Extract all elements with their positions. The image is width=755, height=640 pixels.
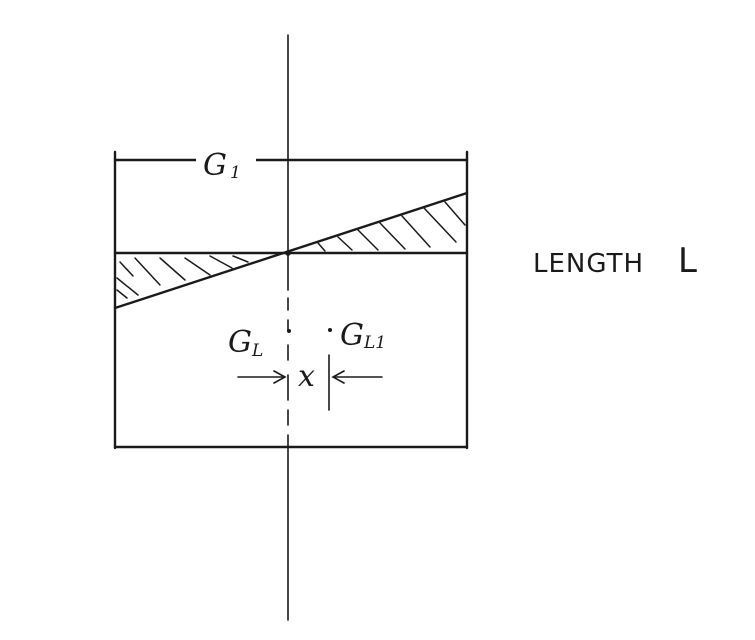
length-label: LENGTH L — [533, 241, 698, 281]
right-wedge-hatching — [317, 201, 466, 252]
gl-label: G L — [228, 325, 263, 361]
g1-letter: G — [203, 148, 227, 183]
gl1-subscript: L1 — [363, 333, 386, 353]
x-dimension: x — [237, 354, 383, 411]
length-symbol: L — [678, 241, 698, 281]
g1-subscript: 1 — [230, 163, 241, 183]
gl-letter: G — [228, 325, 252, 360]
center-point — [285, 250, 291, 256]
left-wedge-hatching — [116, 255, 249, 299]
gl1-point — [328, 328, 332, 332]
gl-subscript: L — [251, 341, 263, 361]
inclined-waterline — [113, 191, 469, 310]
gl1-label: G L1 — [340, 318, 386, 353]
length-text: LENGTH — [533, 249, 644, 279]
gl1-letter: G — [340, 318, 364, 353]
hull-box — [113, 150, 469, 450]
g1-label: G 1 — [196, 142, 256, 183]
x-symbol: x — [298, 359, 315, 394]
gl-point — [287, 329, 291, 333]
